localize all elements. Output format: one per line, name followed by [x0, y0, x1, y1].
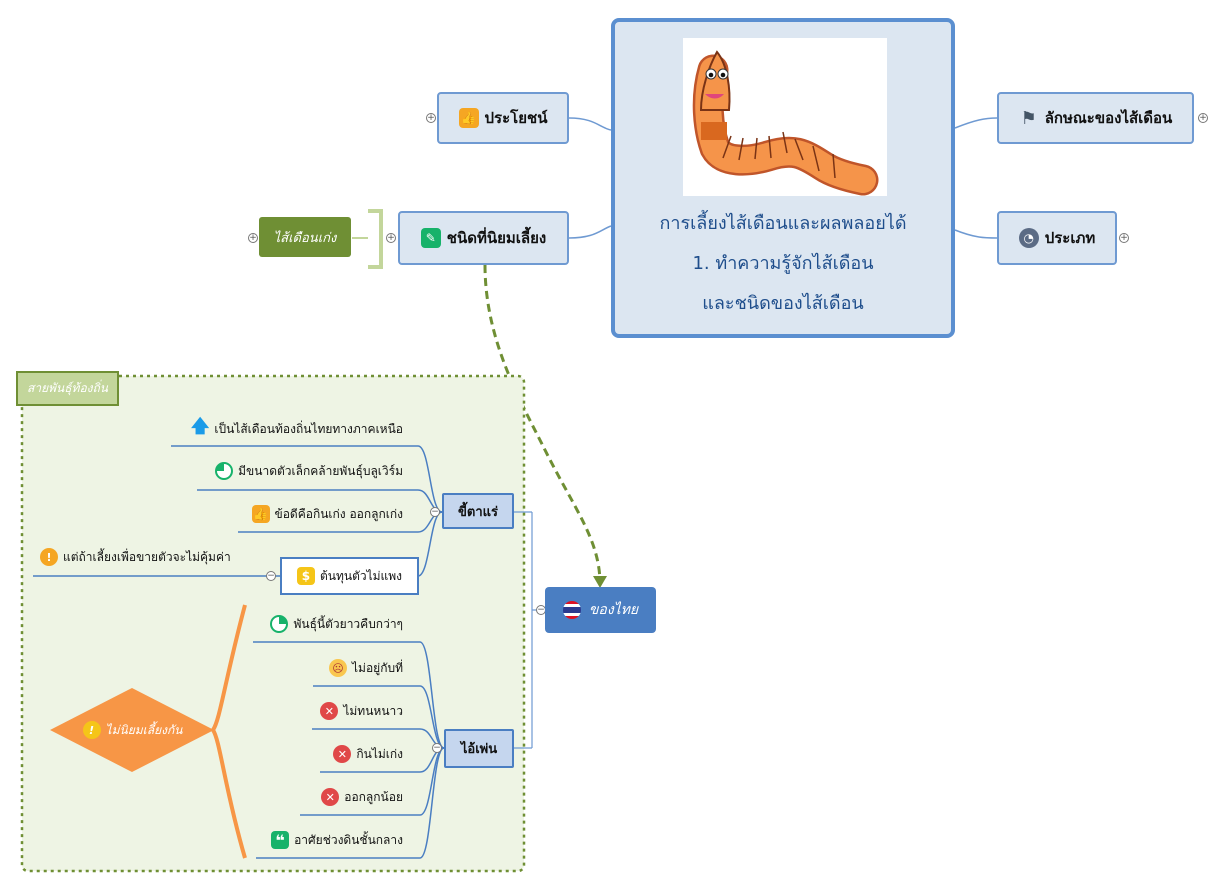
- ee-tare-leaf[interactable]: มีขนาดตัวเล็กคล้ายพันธุ์บลูเวิร์ม: [197, 460, 403, 482]
- topic-traits[interactable]: ⚑ ลักษณะของไส้เดือน: [997, 92, 1194, 144]
- expand-traits-icon[interactable]: +: [1198, 113, 1208, 123]
- central-title-line2: 1. ทำความรู้จักไส้เดือน: [692, 253, 874, 274]
- collapse-cost-icon[interactable]: −: [266, 571, 276, 581]
- floating-old-worm[interactable]: ไส้เดือนเก่ง: [259, 217, 351, 257]
- topic-traits-label: ลักษณะของไส้เดือน: [1044, 109, 1173, 127]
- ai-pen-leaf[interactable]: ✕ ไม่ทนหนาว: [312, 699, 403, 723]
- subtopic-ee-tare[interactable]: ขี้ตาแร่: [442, 493, 514, 529]
- ai-pen-leaf[interactable]: ❝ อาศัยช่วงดินชั้นกลาง: [256, 828, 403, 852]
- flag-icon: ⚑: [1020, 107, 1037, 129]
- warning-icon: !: [82, 721, 101, 739]
- ee-tare-leaf[interactable]: 🡅 เป็นไส้เดือนท้องถิ่นไทยทางภาคเหนือ: [171, 416, 403, 440]
- expand-benefit-icon[interactable]: +: [426, 113, 436, 123]
- thai-flag-icon: [562, 601, 581, 619]
- pie-chart-icon: ◔: [1018, 228, 1039, 248]
- ai-pen-leaf[interactable]: ✕ ออกลูกน้อย: [300, 785, 403, 809]
- summary-not-popular[interactable]: ! ไม่นิยมเลี้ยงกัน: [60, 718, 205, 742]
- expand-species-icon[interactable]: +: [386, 233, 396, 243]
- topic-species[interactable]: ✎ ชนิดที่นิยมเลี้ยง: [398, 211, 569, 265]
- topic-types-label: ประเภท: [1044, 229, 1096, 247]
- ai-pen-leaf[interactable]: ✕ กินไม่เก่ง: [320, 742, 403, 766]
- floating-thai[interactable]: ของไทย: [545, 587, 656, 633]
- topic-benefit[interactable]: 👍 ประโยชน์: [437, 92, 569, 144]
- expand-old-worm-icon[interactable]: +: [248, 233, 258, 243]
- arrow-up-icon: 🡅: [190, 416, 210, 437]
- expand-types-icon[interactable]: +: [1119, 233, 1129, 243]
- progress-quarter-icon: [270, 615, 289, 633]
- topic-types[interactable]: ◔ ประเภท: [997, 211, 1117, 265]
- pencil-icon: ✎: [420, 228, 441, 248]
- dollar-icon: $: [296, 567, 315, 585]
- central-topic[interactable]: การเลี้ยงไส้เดือนและผลพลอยได้ 1. ทำความร…: [611, 18, 955, 338]
- earthworm-image: [683, 38, 887, 196]
- quote-icon: ❝: [271, 831, 290, 850]
- cost-note[interactable]: ! แต่ถ้าเลี้ยงเพื่อขายตัวจะไม่คุ้มค่า: [40, 545, 240, 569]
- progress-quarter-icon: [215, 462, 234, 480]
- ee-tare-leaf[interactable]: 👍 ข้อดีคือกินเก่ง ออกลูกเก่ง: [251, 505, 403, 523]
- cross-icon: ✕: [320, 702, 339, 720]
- ai-pen-leaf[interactable]: ☹ ไม่อยู่กับที่: [313, 656, 403, 680]
- topic-benefit-label: ประโยชน์: [484, 109, 548, 127]
- angry-face-icon: ☹: [329, 659, 348, 677]
- topic-species-label: ชนิดที่นิยมเลี้ยง: [446, 229, 547, 247]
- collapse-ee-tare-icon[interactable]: −: [430, 507, 440, 517]
- ee-tare-leaf-cost[interactable]: $ ต้นทุนตัวไม่แพง: [280, 557, 419, 595]
- collapse-ai-pen-icon[interactable]: −: [432, 743, 442, 753]
- cross-icon: ✕: [333, 745, 352, 763]
- thumbs-up-icon: 👍: [458, 108, 479, 128]
- thumbs-up-icon: 👍: [251, 505, 270, 523]
- central-title-line1: การเลี้ยงไส้เดือนและผลพลอยได้: [659, 213, 907, 234]
- cross-icon: ✕: [321, 788, 340, 806]
- central-title-line3: และชนิดของไส้เดือน: [702, 293, 864, 314]
- boundary-label[interactable]: สายพันธุ์ท้องถิ่น: [16, 371, 119, 406]
- subtopic-ai-pen[interactable]: ไอ้เพ่น: [444, 729, 514, 768]
- floating-thai-label: ของไทย: [588, 602, 639, 618]
- ai-pen-leaf[interactable]: พันธุ์นี้ตัวยาวคืบกว่าๆ: [253, 612, 403, 636]
- summary-diamond: [50, 688, 214, 772]
- warning-icon: !: [40, 548, 58, 566]
